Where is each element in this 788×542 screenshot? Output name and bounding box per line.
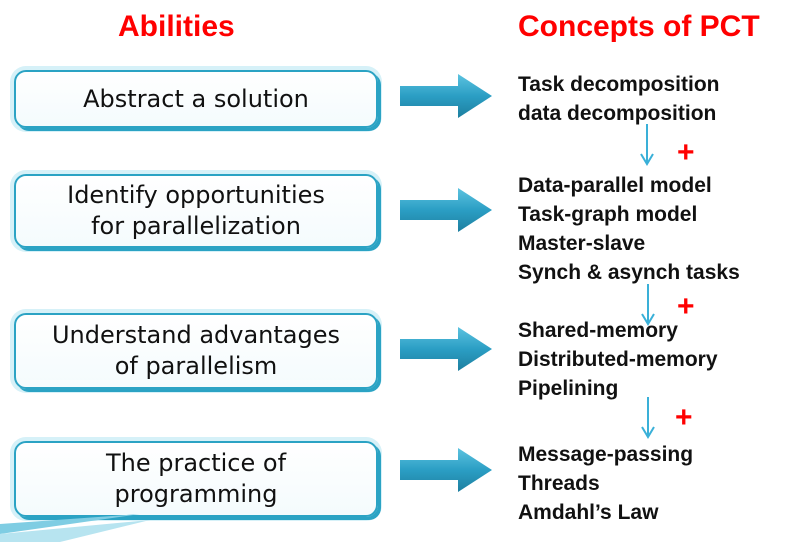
concept-item: Data-parallel model [518,174,712,197]
abilities-heading: Abilities [118,10,235,43]
ability-text: for parallelization [91,212,301,240]
ability-text: of parallelism [114,352,278,380]
ability-box-practice: The practice of programming [14,441,378,517]
plus-sign: + [677,290,695,323]
right-arrow-icon [400,327,492,371]
plus-sign: + [677,136,695,169]
ability-box-identify: Identify opportunities for parallelizati… [14,174,378,248]
right-arrow-icon [400,188,492,232]
concept-item: Synch & asynch tasks [518,261,740,284]
concept-item: Message-passing [518,443,694,466]
ability-text: Identify opportunities [67,181,325,209]
right-arrow-icon [400,448,492,492]
ability-text: Abstract a solution [83,84,309,113]
ability-box-understand: Understand advantages of parallelism [14,313,378,389]
ability-box-abstract: Abstract a solution [14,70,378,128]
concept-item: data decomposition [518,102,717,125]
concept-item: Master-slave [518,232,646,255]
concept-item: Threads [518,472,600,495]
concept-item: Distributed-memory [518,348,718,371]
concept-item: Task decomposition [518,73,720,96]
plus-sign: + [675,401,693,434]
ability-text: programming [114,480,278,508]
concept-item: Amdahl’s Law [518,501,659,524]
concept-item: Pipelining [518,377,619,400]
concept-item: Shared-memory [518,319,678,342]
concept-item: Task-graph model [518,203,698,226]
down-arrow-icon [640,124,654,166]
ability-text: Understand advantages [51,321,341,349]
down-arrow-icon [641,397,655,439]
ability-text: The practice of [105,449,287,477]
down-arrow-icon [641,284,655,326]
right-arrow-icon [400,74,492,118]
concepts-heading: Concepts of PCT [518,10,760,43]
